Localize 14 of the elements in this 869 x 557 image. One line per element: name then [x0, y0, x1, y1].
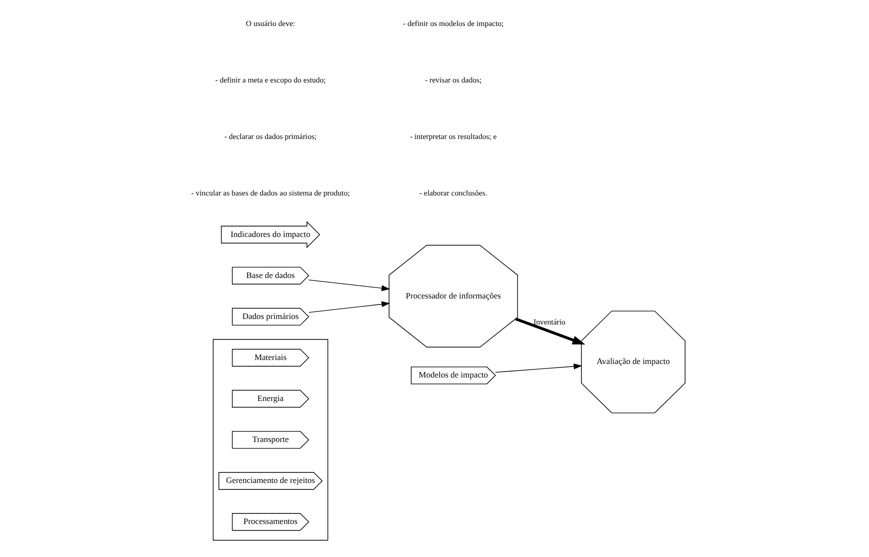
label: - elaborar conclusões. [419, 188, 488, 198]
arrow [308, 280, 390, 292]
label: - definir os modelos de impacto; [402, 18, 504, 28]
arrow [308, 301, 390, 313]
label: - interpretar os resultados; e [410, 132, 497, 141]
label: O usuário deve: [246, 18, 296, 28]
label: - declarar os dados primários; [224, 132, 317, 141]
cluster [212, 339, 328, 541]
arrow [515, 318, 586, 345]
label: - revisar os dados; [424, 75, 482, 84]
edge-label: Inventário [534, 317, 566, 326]
arrow [495, 363, 582, 373]
label: - definir a meta e escopo do estudo; [215, 75, 326, 84]
label: - vincular as bases de dados ao sistema de produto; [191, 188, 350, 198]
